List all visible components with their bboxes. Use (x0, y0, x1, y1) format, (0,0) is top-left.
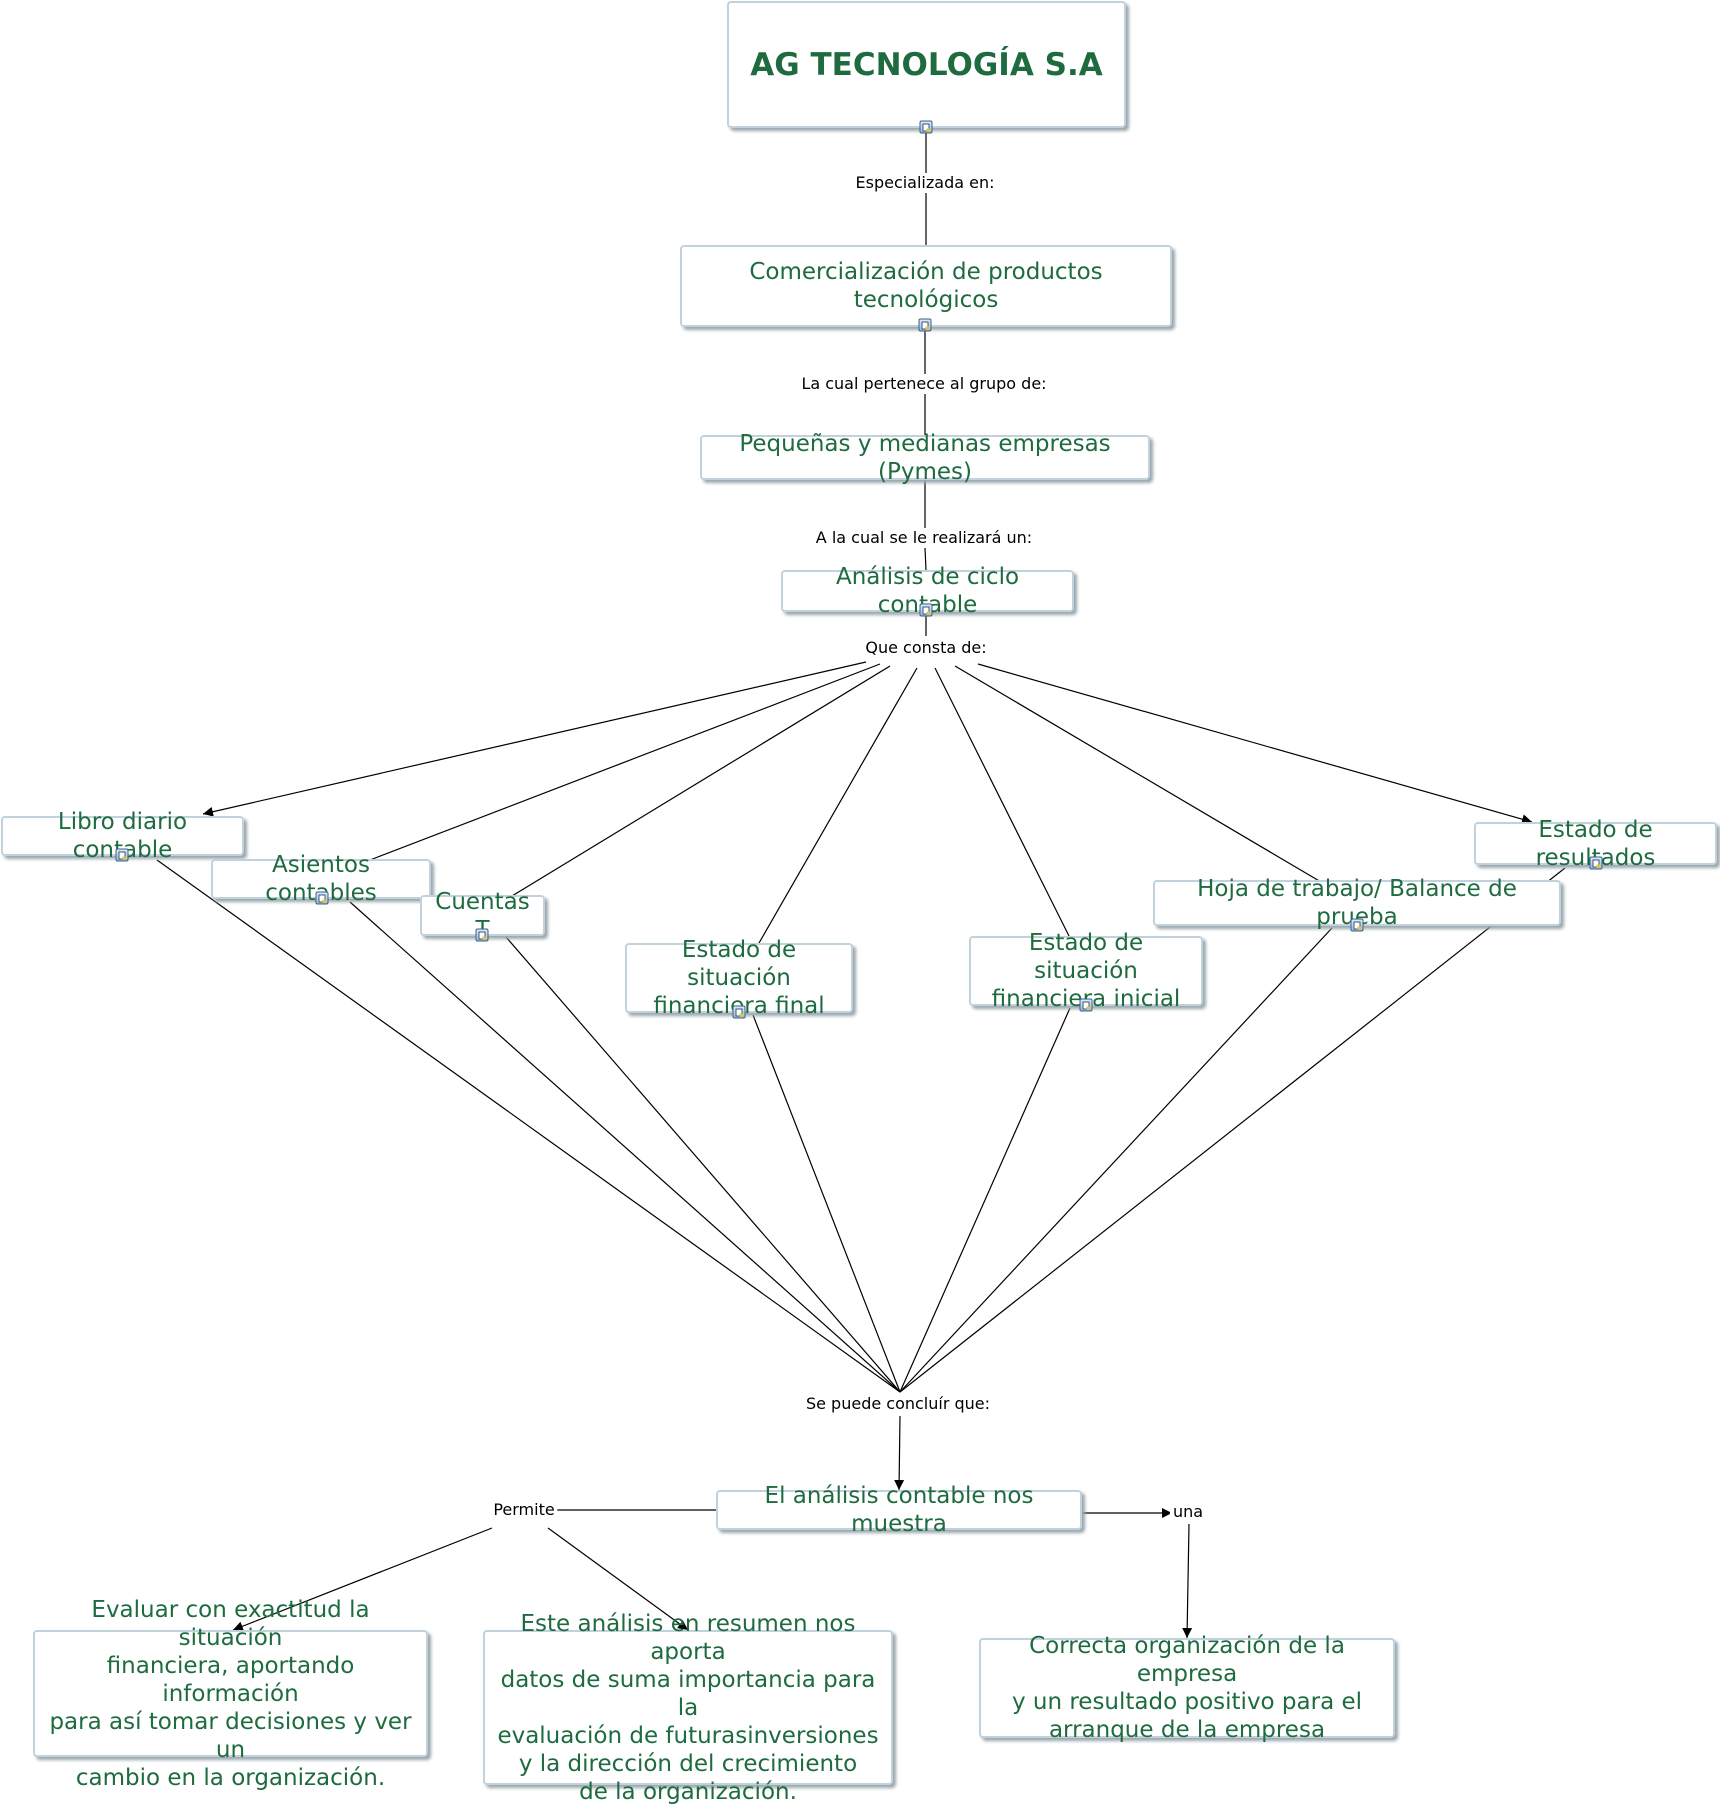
link-label-una: una (1169, 1502, 1207, 1522)
concept-final-position[interactable]: Estado de situación financiera final (625, 937, 853, 1019)
edge-consists-diary (202, 661, 867, 817)
edge-conclude-analysis (894, 1415, 905, 1491)
link-label-conclude: Se puede concluír que: (802, 1394, 994, 1414)
resource-icon[interactable] (475, 928, 489, 942)
edge-una-organization (1182, 1523, 1193, 1639)
edge-allows-evaluate (232, 1527, 493, 1631)
link-label-consists: Que consta de: (862, 638, 990, 658)
concept-worksheet[interactable]: Hoja de trabajo/ Balance de prueba (1153, 876, 1561, 930)
edge-diary-conclude (156, 859, 901, 1393)
link-label-specialized: Especializada en: (852, 173, 998, 193)
resource-icon[interactable] (115, 848, 129, 862)
edge-allows-summary (547, 1527, 689, 1631)
edge-initial-conclude (899, 1007, 1071, 1393)
edge-taccounts-conclude (505, 936, 901, 1393)
edge-consists-final (758, 667, 918, 944)
edge-consists-initial (934, 667, 1070, 937)
concept-commerce[interactable]: Comercialización de productos tecnológic… (680, 245, 1172, 327)
edge-consists-taccounts (511, 665, 891, 897)
concept-analysis[interactable]: El análisis contable nos muestra (716, 1483, 1082, 1537)
edge-entries-conclude (349, 901, 901, 1393)
resource-icon[interactable] (918, 318, 932, 332)
resource-icon[interactable] (1589, 856, 1603, 870)
resource-icon[interactable] (1350, 918, 1364, 932)
edge-final-conclude (752, 1014, 901, 1393)
resource-icon[interactable] (315, 891, 329, 905)
concept-initial-position[interactable]: Estado de situación financiera inicial (969, 930, 1203, 1012)
resource-icon[interactable] (1079, 998, 1093, 1012)
edge-worksheet-conclude (899, 927, 1333, 1393)
concept-pymes[interactable]: Pequeñas y medianas empresas (Pymes) (700, 431, 1150, 485)
edge-perform-cycle (924, 547, 927, 571)
resource-icon[interactable] (919, 603, 933, 617)
link-label-belongs: La cual pertenece al grupo de: (798, 374, 1050, 394)
resource-icon[interactable] (919, 120, 933, 134)
concept-summary[interactable]: Este análisis en resumen nos aporta dato… (483, 1611, 893, 1805)
edge-consists-entries (369, 663, 881, 861)
edge-income-conclude (899, 867, 1566, 1393)
edge-consists-income (977, 663, 1533, 825)
concept-company[interactable]: AG TECNOLOGÍA S.A (727, 1, 1126, 128)
link-label-allows: Permite (490, 1500, 558, 1520)
link-label-perform: A la cual se le realizará un: (812, 528, 1036, 548)
edge-consists-worksheet (954, 665, 1322, 883)
concept-organization[interactable]: Correcta organización de la empresa y un… (979, 1633, 1395, 1743)
concept-evaluate[interactable]: Evaluar con exactitud la situación finan… (33, 1597, 428, 1791)
resource-icon[interactable] (732, 1005, 746, 1019)
